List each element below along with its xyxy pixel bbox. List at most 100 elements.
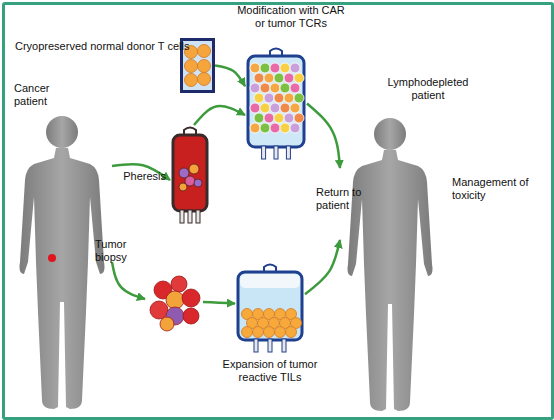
cell-symbol: [150, 301, 168, 319]
cell-symbol: [294, 73, 304, 83]
cell-symbol: [284, 93, 294, 103]
cell-symbol: [294, 113, 304, 123]
cell-symbol: [185, 46, 198, 59]
cell-symbol: [250, 63, 260, 73]
pheresis-bag-shape: [170, 125, 210, 225]
tumor-biopsy-shape: [145, 272, 203, 332]
expansion-bag-shape: [235, 262, 305, 354]
donor-cell-box: Cryopreserved normal donor T cells: [180, 38, 215, 93]
cell-symbol: [189, 164, 199, 174]
cell-symbol: [254, 93, 264, 103]
cell-symbol: [250, 83, 260, 93]
expansion-bag: Expansion of tumor reactive TILs: [235, 262, 305, 354]
cell-symbol: [270, 123, 280, 133]
cell-symbol: [160, 317, 174, 331]
flow-arrow: [305, 240, 340, 294]
cell-symbol: [182, 289, 200, 307]
cell-symbol: [264, 113, 274, 123]
cell-symbol: [290, 103, 300, 113]
cell-symbol: [250, 103, 260, 113]
annotation-label: Management of toxicity: [452, 176, 532, 202]
figure-head: [46, 116, 78, 148]
node-label: Expansion of tumor reactive TILs: [213, 358, 327, 384]
cell-symbol: [290, 83, 300, 93]
flow-arrow: [112, 262, 145, 299]
bag-body: [173, 135, 207, 211]
bag-top: [240, 274, 300, 288]
cell-symbol: [254, 113, 264, 123]
cell-symbol: [260, 83, 270, 93]
cell-symbol: [171, 276, 187, 292]
cell-symbol: [270, 103, 280, 113]
node-label: Tumor biopsy: [95, 238, 139, 264]
cell-symbol: [294, 93, 304, 103]
cell-symbol: [254, 73, 264, 83]
flow-arrow: [194, 106, 245, 125]
tumor-biopsy: Tumor biopsy: [145, 272, 203, 332]
cell-symbol: [280, 123, 290, 133]
donor-cell-box-shape: [180, 38, 215, 93]
cryo-box: [182, 40, 214, 92]
cell-symbol: [260, 63, 270, 73]
cell-symbol: [185, 60, 198, 73]
cell-symbol: [274, 93, 284, 103]
node-label: Pheresis: [118, 170, 166, 183]
node-label: Cancer patient: [14, 82, 74, 108]
flow-arrow: [307, 104, 340, 169]
patient-figure-shape: [340, 114, 440, 414]
cell-symbol: [284, 113, 294, 123]
cell-symbol: [274, 113, 284, 123]
cell-symbol: [290, 123, 300, 133]
cell-symbol: [260, 123, 270, 133]
node-label: Cryopreserved normal donor T cells: [15, 40, 175, 53]
cell-symbol: [280, 63, 290, 73]
bag-port: [286, 146, 290, 159]
annotation-label: Return to patient: [316, 186, 376, 212]
node-label: Modification with CAR or tumor TCRs: [237, 4, 345, 30]
cell-symbol: [275, 327, 286, 338]
cell-symbol: [194, 179, 202, 187]
bag-port: [282, 339, 286, 352]
cell-symbol: [166, 291, 184, 309]
node-label: Lymphodepleted patient: [378, 76, 478, 102]
modification-bag: Modification with CAR or tumor TCRs: [245, 46, 307, 161]
bag-port: [262, 146, 266, 159]
cell-symbol: [185, 74, 198, 87]
cell-symbol: [260, 103, 270, 113]
bag-port: [274, 146, 278, 159]
cell-symbol: [179, 183, 187, 191]
cell-symbol: [286, 327, 297, 338]
bag-port: [188, 210, 192, 223]
cell-symbol: [198, 60, 211, 73]
cell-symbol: [264, 327, 275, 338]
cell-symbol: [198, 45, 211, 58]
cell-symbol: [274, 73, 284, 83]
cell-symbol: [253, 327, 264, 338]
cell-symbol: [264, 93, 274, 103]
cell-symbol: [280, 83, 290, 93]
patient-figure: Lymphodepleted patient: [340, 114, 440, 414]
cell-symbol: [242, 327, 253, 338]
bag-port: [268, 339, 272, 352]
bag-body: [238, 272, 302, 340]
flow-arrow: [215, 66, 245, 87]
flow-arrow: [112, 164, 170, 180]
cell-symbol: [250, 123, 260, 133]
cell-symbol: [280, 103, 290, 113]
cell-symbol: [270, 63, 280, 73]
tumor-dot: [48, 254, 56, 262]
flow-arrow: [203, 302, 235, 303]
cell-symbol: [198, 73, 211, 86]
modification-bag-shape: [245, 46, 307, 161]
bag-port: [196, 210, 200, 223]
bag-body: [248, 56, 304, 147]
cell-symbol: [284, 73, 294, 83]
cell-symbol: [264, 73, 274, 83]
cell-symbol: [183, 308, 199, 324]
cell-symbol: [290, 63, 300, 73]
figure-body: [20, 148, 105, 409]
bag-port: [180, 210, 184, 223]
pheresis-bag: Pheresis: [170, 125, 210, 225]
